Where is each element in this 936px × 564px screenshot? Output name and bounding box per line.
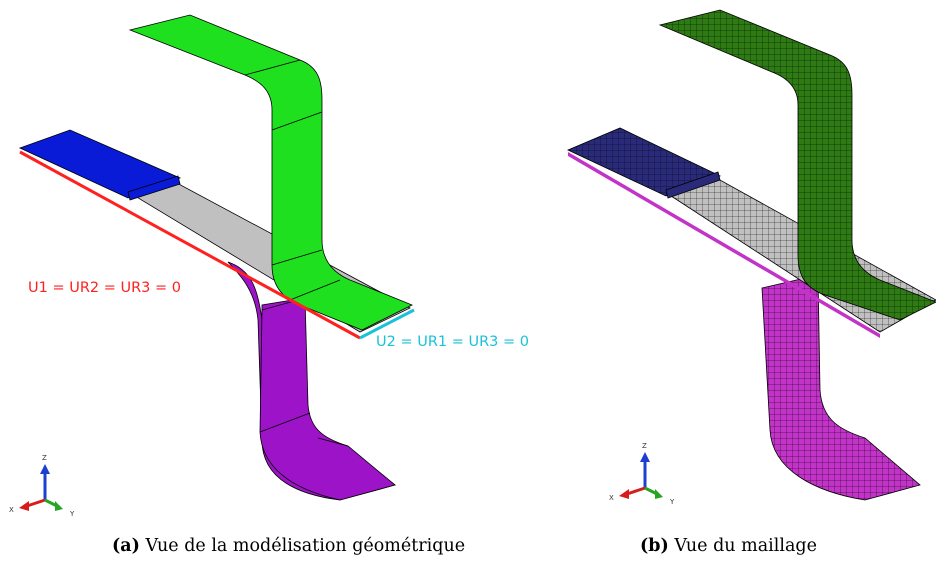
z-arrow-icon <box>40 464 50 474</box>
triad-z-label: Z <box>42 454 47 462</box>
caption-tag: (b) <box>640 536 669 556</box>
caption-geometry: (a) Vue de la modélisation géométrique <box>112 536 465 556</box>
purple-part <box>227 261 396 501</box>
triad-y-label: Y <box>669 498 675 506</box>
panel-geometry: U1 = UR2 = UR3 = 0 U2 = UR1 = UR3 = 0 Z … <box>0 0 529 556</box>
green-part <box>128 14 413 331</box>
caption-tag: (a) <box>112 536 140 556</box>
blue-plate <box>18 129 182 201</box>
cyan-boundary-edge <box>359 308 415 340</box>
y-arrow-icon <box>655 489 663 499</box>
triad-x-label: X <box>9 506 14 514</box>
x-arrow-icon <box>619 489 629 499</box>
caption-mesh: (b) Vue du maillage <box>640 536 817 556</box>
axis-triad: Z X Y <box>609 442 675 506</box>
bc-cyan-label: U2 = UR1 = UR3 = 0 <box>376 334 529 350</box>
caption-text: Vue du maillage <box>674 536 817 556</box>
mesh-side-strip <box>568 152 880 338</box>
triad-y-label: Y <box>69 510 75 518</box>
caption-text: Vue de la modélisation géométrique <box>145 536 466 556</box>
y-arrow-icon <box>55 501 63 511</box>
geometry-view: U1 = UR2 = UR3 = 0 U2 = UR1 = UR3 = 0 Z … <box>9 14 529 518</box>
x-arrow-icon <box>19 501 29 511</box>
triad-z-label: Z <box>642 442 647 450</box>
panel-mesh: Z X Y (b) Vue du maillage <box>480 0 936 556</box>
red-boundary-edge <box>19 150 361 340</box>
mesh-blue-plate <box>567 127 722 199</box>
mesh-green-part <box>658 9 936 321</box>
bc-red-label: U1 = UR2 = UR3 = 0 <box>28 280 181 296</box>
mesh-purple-part <box>761 274 921 501</box>
axis-triad: Z X Y <box>9 454 75 518</box>
mesh-view: Z X Y <box>567 9 936 506</box>
triad-x-label: X <box>609 494 614 502</box>
z-arrow-icon <box>640 452 650 462</box>
